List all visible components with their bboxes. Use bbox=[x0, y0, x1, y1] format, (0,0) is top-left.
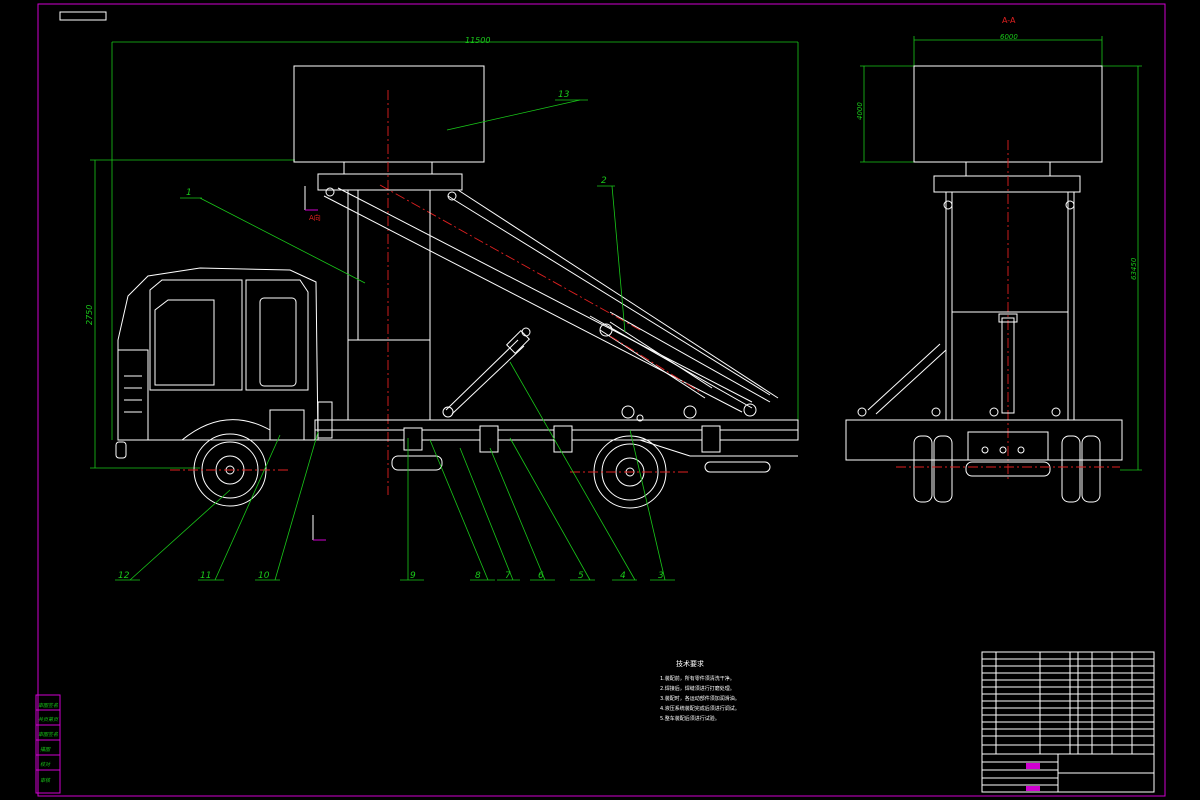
outer-border bbox=[37, 3, 1166, 797]
svg-text:8: 8 bbox=[475, 571, 481, 581]
svg-text:审图签名: 审图签名 bbox=[38, 731, 59, 738]
lift-height-text: 63450 bbox=[1130, 257, 1138, 280]
svg-text:9: 9 bbox=[410, 571, 416, 581]
side-label-column: 审图签名 共页第页 审图签名 描图 校对 审核 bbox=[35, 694, 61, 794]
tech-requirements: 技术要求 1.装配前，所有零件须清洗干净。 2.焊接后，焊缝须进行打磨处理。 3… bbox=[660, 659, 740, 722]
svg-text:1.装配前，所有零件须清洗干净。: 1.装配前，所有零件须清洗干净。 bbox=[660, 675, 735, 682]
tilt-arms bbox=[323, 187, 779, 413]
parts-list-table bbox=[981, 651, 1155, 793]
overall-length-dimension: 11500 bbox=[111, 36, 799, 440]
svg-text:共页第页: 共页第页 bbox=[38, 716, 59, 723]
overall-height-dimension: 2750 bbox=[85, 159, 295, 469]
svg-text:11: 11 bbox=[200, 571, 211, 581]
svg-text:2: 2 bbox=[601, 176, 607, 186]
svg-text:审核: 审核 bbox=[40, 777, 51, 784]
svg-text:3.装配时，各运动部件须加润滑油。: 3.装配时，各运动部件须加润滑油。 bbox=[660, 695, 740, 702]
svg-text:4.液压系统装配完成后须进行调试。: 4.液压系统装配完成后须进行调试。 bbox=[660, 705, 740, 712]
svg-text:13: 13 bbox=[558, 90, 570, 100]
overall-height-text: 2750 bbox=[85, 305, 94, 325]
section-structure bbox=[845, 65, 1123, 503]
top-frame bbox=[317, 173, 463, 191]
view-marker-a: A向 bbox=[304, 186, 326, 541]
led-screen bbox=[293, 65, 485, 163]
lifting-column bbox=[347, 189, 431, 421]
support-strut bbox=[445, 327, 531, 415]
svg-text:1: 1 bbox=[186, 188, 192, 198]
svg-text:5.整车装配后须进行试验。: 5.整车装配后须进行试验。 bbox=[660, 715, 720, 722]
tilt-centerline bbox=[379, 184, 641, 331]
svg-text:描图: 描图 bbox=[40, 746, 51, 753]
screen-height-text: 4000 bbox=[856, 102, 864, 120]
callout-numbers: 1 2 3 4 5 6 7 8 9 10 11 12 13 bbox=[118, 90, 664, 581]
hydraulic-cylinder bbox=[599, 321, 713, 399]
svg-text:10: 10 bbox=[258, 571, 270, 581]
view-marker-text: A向 bbox=[309, 213, 321, 222]
truck-chassis bbox=[314, 419, 799, 473]
svg-text:2.焊接后，焊缝须进行打磨处理。: 2.焊接后，焊缝须进行打磨处理。 bbox=[660, 685, 735, 692]
svg-text:3: 3 bbox=[658, 571, 664, 581]
pivot-points bbox=[442, 403, 757, 422]
svg-text:12: 12 bbox=[118, 571, 130, 581]
svg-text:4: 4 bbox=[620, 571, 626, 581]
section-dimensions: 6000 4000 63450 bbox=[856, 33, 1142, 471]
section-title: A-A bbox=[1002, 16, 1016, 25]
callout-leaders bbox=[115, 99, 675, 581]
svg-text:校对: 校对 bbox=[40, 761, 51, 768]
truck-cab bbox=[115, 267, 333, 459]
tech-req-title: 技术要求 bbox=[676, 659, 704, 668]
overall-length-text: 11500 bbox=[465, 36, 490, 45]
svg-text:5: 5 bbox=[578, 571, 584, 581]
title-tab bbox=[59, 11, 107, 21]
screen-width-text: 6000 bbox=[1000, 33, 1018, 41]
svg-text:6: 6 bbox=[538, 571, 544, 581]
svg-text:审图签名: 审图签名 bbox=[38, 702, 59, 709]
svg-text:7: 7 bbox=[505, 571, 511, 581]
